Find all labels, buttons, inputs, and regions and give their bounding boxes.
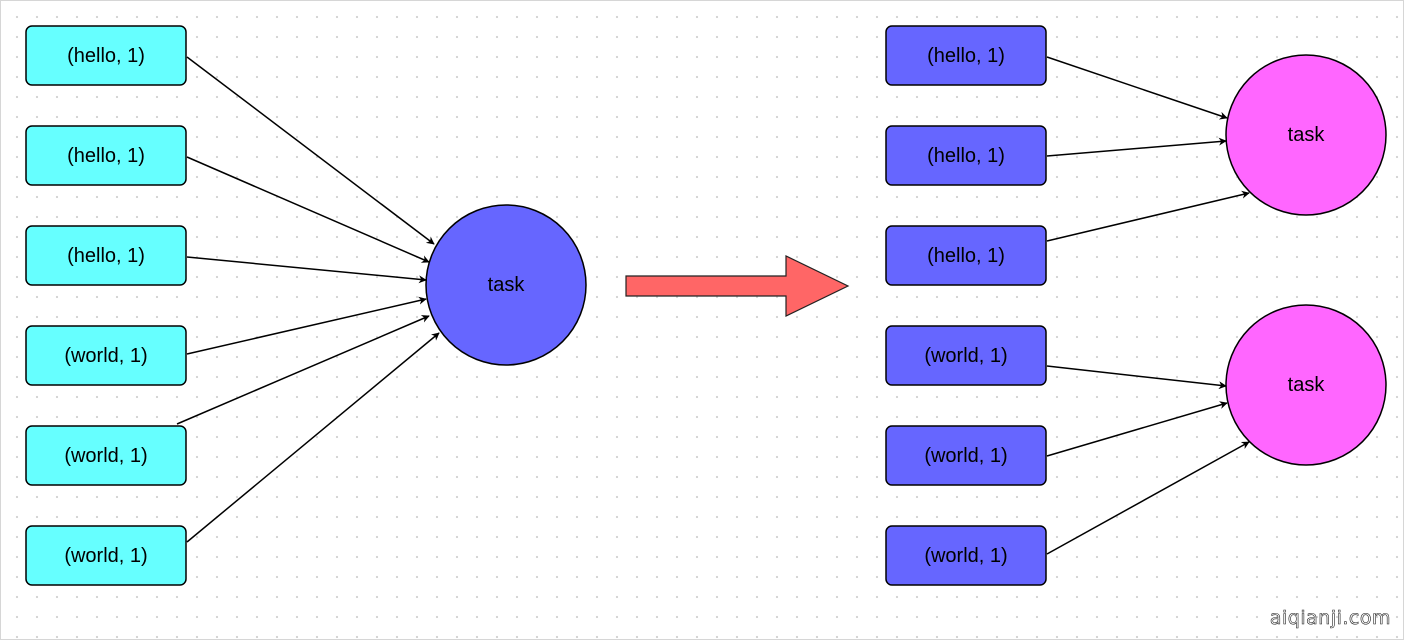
right-item-box: [885, 125, 1047, 186]
right-items: (hello, 1) (hello, 1) (hello, 1) (world,…: [885, 25, 1047, 586]
right-edge-1: [1046, 56, 1228, 120]
right-edge-6: [1046, 441, 1250, 555]
left-item-label: (world, 1): [64, 445, 147, 467]
right-item-6: (world, 1): [885, 525, 1047, 586]
left-item-label: (world, 1): [64, 345, 147, 367]
left-edge-2: [186, 156, 430, 263]
right-edges: [1046, 56, 1250, 555]
left-item-label: (world, 1): [64, 545, 147, 567]
left-item-5: (world, 1): [25, 425, 187, 486]
right-item-5: (world, 1): [885, 425, 1047, 486]
right-item-2: (hello, 1): [885, 125, 1047, 186]
right-item-label: (world, 1): [924, 345, 1007, 367]
right-item-box: [885, 325, 1047, 386]
right-edge-2: [1046, 137, 1227, 157]
right-edge-5: [1046, 401, 1228, 457]
right-item-box: [885, 225, 1047, 286]
left-item-box: [25, 425, 187, 486]
right-item-3: (hello, 1): [885, 225, 1047, 286]
left-item-box: [25, 25, 187, 86]
right-task-circle: [1225, 54, 1387, 216]
right-item-label: (hello, 1): [927, 45, 1005, 67]
right-task-label: task: [1288, 124, 1326, 146]
left-item-label: (hello, 1): [67, 145, 145, 167]
left-task-circle: [425, 204, 587, 366]
left-edge-1: [186, 56, 435, 245]
right-item-label: (world, 1): [924, 445, 1007, 467]
watermark: aiqianji.com: [1269, 607, 1391, 630]
left-item-box: [25, 325, 187, 386]
left-item-label: (hello, 1): [67, 245, 145, 267]
right-item-box: [885, 525, 1047, 586]
left-item-label: (hello, 1): [67, 45, 145, 67]
right-item-label: (hello, 1): [927, 245, 1005, 267]
right-edge-3: [1046, 190, 1250, 242]
right-item-label: (hello, 1): [927, 145, 1005, 167]
left-edge-4: [186, 296, 427, 355]
left-task-label: task: [488, 274, 526, 296]
right-item-label: (world, 1): [924, 545, 1007, 567]
right-task-label: task: [1288, 374, 1326, 396]
right-task-node-1: task: [1225, 54, 1387, 216]
left-edges: [176, 56, 440, 543]
left-item-2: (hello, 1): [25, 125, 187, 186]
left-items: (hello, 1) (hello, 1) (hello, 1) (world,…: [25, 25, 187, 586]
right-task-node-2: task: [1225, 304, 1387, 466]
right-edge-4: [1046, 365, 1227, 390]
left-item-box: [25, 525, 187, 586]
left-edge-5: [176, 315, 430, 425]
left-edge-3: [186, 256, 427, 284]
left-item-box: [25, 125, 187, 186]
left-item-3: (hello, 1): [25, 225, 187, 286]
left-edge-6: [186, 332, 440, 543]
right-item-4: (world, 1): [885, 325, 1047, 386]
right-item-1: (hello, 1): [885, 25, 1047, 86]
right-item-box: [885, 425, 1047, 486]
left-task-node: task: [425, 204, 587, 366]
right-item-box: [885, 25, 1047, 86]
left-item-4: (world, 1): [25, 325, 187, 386]
left-item-6: (world, 1): [25, 525, 187, 586]
left-item-box: [25, 225, 187, 286]
left-item-1: (hello, 1): [25, 25, 187, 86]
right-task-circle: [1225, 304, 1387, 466]
transition-arrow: [625, 255, 850, 317]
